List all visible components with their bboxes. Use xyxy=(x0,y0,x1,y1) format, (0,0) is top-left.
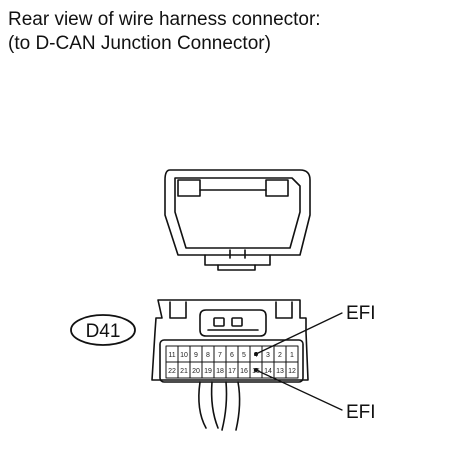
pin-label: 20 xyxy=(192,368,200,375)
pin-label: 22 xyxy=(168,368,176,375)
pin-label: 5 xyxy=(242,352,246,359)
callout-efi-lower: EFI xyxy=(254,368,376,423)
pin-label: 2 xyxy=(278,352,282,359)
pin-label: 7 xyxy=(218,352,222,359)
pin-numbers-bottom-row: 22 21 20 19 18 17 16 15 14 13 12 xyxy=(168,368,296,375)
mating-connector-housing xyxy=(164,169,311,271)
pin-label: 17 xyxy=(228,368,236,375)
pin-label: 3 xyxy=(266,352,270,359)
caption-line-1: Rear view of wire harness connector: xyxy=(8,9,321,30)
pin-label: 16 xyxy=(240,368,248,375)
pin-label: 1 xyxy=(290,352,294,359)
pin-label: 19 xyxy=(204,368,212,375)
callout-efi-upper: EFI xyxy=(254,303,376,356)
pin-label: 6 xyxy=(230,352,234,359)
pin-label: 14 xyxy=(264,368,272,375)
caption: Rear view of wire harness connector: (to… xyxy=(8,8,468,56)
pin-label: 9 xyxy=(194,352,198,359)
pin-label: 13 xyxy=(276,368,284,375)
callout-label-lower: EFI xyxy=(346,402,376,423)
pin-label: 8 xyxy=(206,352,210,359)
pin-label: 11 xyxy=(168,352,175,359)
harness-connector xyxy=(151,299,309,383)
pin-label: 10 xyxy=(180,352,188,359)
pin-grid xyxy=(165,345,299,379)
wire-bundle xyxy=(198,381,241,431)
pin-label: 12 xyxy=(288,368,296,375)
pin-label: 21 xyxy=(180,368,188,375)
connector-id-label: D41 xyxy=(86,321,121,342)
pin-label: 18 xyxy=(216,368,224,375)
caption-line-2: (to D-CAN Junction Connector) xyxy=(8,33,271,54)
connector-id-badge: D41 xyxy=(70,314,136,346)
callout-label-upper: EFI xyxy=(346,303,376,324)
